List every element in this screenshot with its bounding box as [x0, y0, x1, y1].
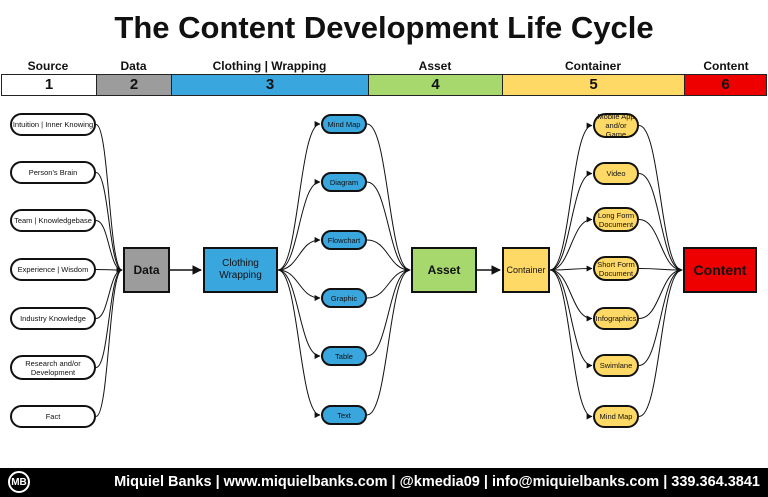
source-connector-1 [95, 172, 123, 273]
source-connector-2 [95, 220, 123, 273]
wrapping-in-connector-1 [366, 181, 411, 273]
source-persons-brain: Person's Brain [10, 161, 96, 184]
container-out-connector-5 [549, 269, 593, 369]
footer-bar: MB Miquiel Banks | www.miquielbanks.com … [0, 468, 768, 497]
stage-label-asset: Asset [418, 59, 452, 73]
source-experience-wisdom: Experience | Wisdom [10, 258, 96, 281]
source-industry-knowledge: Industry Knowledge [10, 307, 96, 330]
wrapping-out-connector-5 [277, 269, 321, 418]
container-short-form: Short Form Document [593, 256, 639, 281]
wrapping-in-connector-4 [366, 267, 411, 357]
source-connector-5 [95, 267, 123, 368]
container-in-connector-2 [638, 219, 683, 273]
container-in-connector-0 [638, 125, 683, 273]
container-out-connector-6 [549, 269, 593, 420]
wrapping-out-connector-0 [277, 121, 321, 271]
footer-contact: Miquiel Banks | www.miquielbanks.com | @… [114, 474, 760, 490]
data-node: Data [123, 247, 170, 293]
brand-logo-icon: MB [8, 471, 30, 493]
wrapping-out-connector-1 [277, 179, 321, 271]
wrapping-out-connector-2 [277, 237, 321, 271]
container-long-form: Long Form Document [593, 207, 639, 232]
wrapping-out-connector-3 [277, 269, 321, 301]
container-in-connector-6 [638, 267, 683, 417]
container-infographics: Infographics [593, 307, 639, 330]
container-swimlane: Swimlane [593, 354, 639, 377]
container-out-connector-2 [549, 216, 593, 271]
wrap-diagram: Diagram [321, 172, 367, 192]
stage-label-source: Source [27, 59, 69, 73]
source-fact: Fact [10, 405, 96, 428]
source-research-development: Research and/or Development [10, 355, 96, 380]
wrapping-out-connector-4 [277, 269, 321, 359]
page-title: The Content Development Life Cycle [114, 10, 654, 45]
container-video: Video [593, 162, 639, 185]
wrapping-in-connector-5 [366, 267, 411, 416]
stage-label-container: Container [564, 59, 621, 73]
source-team-knowledgebase: Team | Knowledgebase [10, 209, 96, 232]
container-out-connector-0 [549, 122, 593, 271]
stage-label-data: Data [120, 59, 147, 73]
stage-number-2: 2 [96, 74, 172, 96]
wrapping-in-connector-0 [366, 123, 411, 273]
container-in-connector-5 [638, 267, 683, 366]
content-node: Content [683, 247, 757, 293]
stage-number-1: 1 [1, 74, 97, 96]
container-node: Container [502, 247, 550, 293]
container-mobile-app: Mobile App and/or Game [593, 112, 639, 139]
flow-connectors [95, 121, 683, 420]
stage-label-content: Content [703, 59, 749, 73]
source-connector-0 [95, 124, 123, 273]
container-out-connector-3 [549, 265, 593, 272]
wrap-graphic: Graphic [321, 288, 367, 308]
stage-label-wrapping: Clothing | Wrapping [212, 59, 327, 73]
wrap-text: Text [321, 405, 367, 425]
container-in-connector-4 [638, 267, 683, 319]
stage-number-6: 6 [684, 74, 767, 96]
asset-node: Asset [411, 247, 477, 293]
source-connector-4 [95, 267, 123, 319]
source-connector-6 [95, 267, 123, 417]
container-out-connector-1 [549, 170, 593, 271]
container-in-connector-1 [638, 173, 683, 273]
wrap-flowchart: Flowchart [321, 230, 367, 250]
wrapping-in-connector-3 [366, 267, 411, 299]
source-connector-3 [95, 266, 123, 273]
clothing-wrapping-node: Clothing Wrapping [203, 247, 278, 293]
wrap-mind-map: Mind Map [321, 114, 367, 134]
container-out-connector-4 [549, 269, 593, 322]
container-mind-map: Mind Map [593, 405, 639, 428]
source-intuition: Intuition | Inner Knowing [10, 113, 96, 136]
wrap-table: Table [321, 346, 367, 366]
